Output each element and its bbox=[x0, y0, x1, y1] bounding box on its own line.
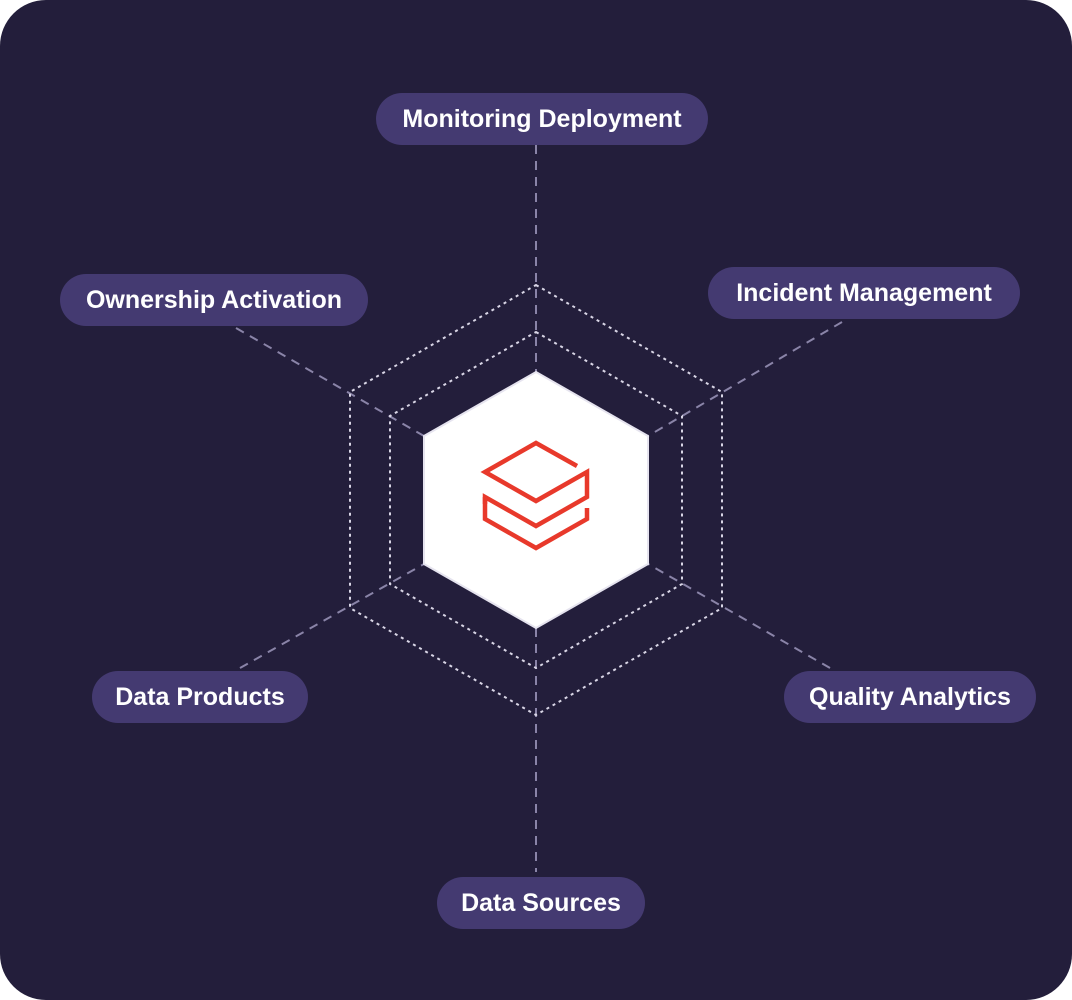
node-data-sources: Data Sources bbox=[437, 877, 645, 929]
outer-hex-ring bbox=[349, 283, 723, 717]
node-ownership-activation: Ownership Activation bbox=[60, 274, 368, 326]
node-incident-management: Incident Management bbox=[708, 267, 1020, 319]
layered-stack-logo-icon bbox=[480, 440, 590, 551]
connector-quality bbox=[647, 563, 831, 669]
connector-ownership bbox=[235, 327, 425, 437]
node-data-products: Data Products bbox=[92, 671, 308, 723]
connector-products bbox=[239, 563, 425, 669]
node-monitoring-deployment: Monitoring Deployment bbox=[376, 93, 708, 145]
connector-incident bbox=[647, 321, 843, 437]
inner-hex-ring bbox=[389, 330, 683, 670]
node-quality-analytics: Quality Analytics bbox=[784, 671, 1036, 723]
